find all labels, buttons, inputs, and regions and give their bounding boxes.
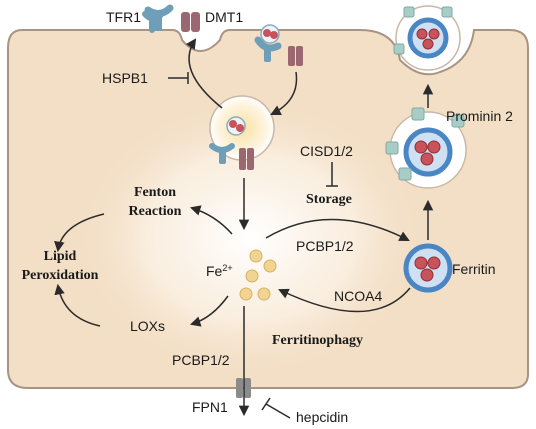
dmt1-channel-icon [181,12,200,32]
ferritinophagy-arrow [278,287,411,313]
cisd-label: CISD1/2 [300,143,353,159]
mvb-icon [385,107,467,189]
ferritin-icon [403,243,453,293]
fenton-label-line1: Fenton [134,185,176,200]
endosome-icon [209,95,275,170]
dmt1-label: DMT1 [205,9,244,25]
ncoa4-label: NCOA4 [334,288,383,304]
lipid-label-line2: Peroxidation [21,268,99,283]
ferritin-label: Ferritin [452,261,496,277]
exocytic-vesicle-icon [393,5,461,71]
storage-label: Storage [306,192,352,207]
recycle-arrow-left [185,38,223,109]
fpn1-channel-icon [236,378,251,398]
endocytic-complex-icon [254,24,303,66]
storage-arrow [265,218,410,241]
ferritinophagy-label: Ferritinophagy [272,333,363,348]
fe-label: Fe2+ [206,263,233,279]
fe-to-fenton-arrow [189,205,233,235]
pcbp-lower-label: PCBP1/2 [172,352,230,368]
pcbp-upper-label: PCBP1/2 [296,238,354,254]
lipid-label-line1: Lipid [43,249,77,264]
fenton-label-line2: Reaction [128,204,182,219]
hepcidin-label: hepcidin [296,409,349,425]
fe-symbol: Fe [206,263,223,279]
fe-to-loxs-arrow [189,295,229,327]
prominin-label: Prominin 2 [446,108,513,124]
hepcidin-inhibit [265,403,291,419]
cell-glow [75,98,425,378]
loxs-label: LOXs [130,318,166,334]
recycle-arrow-right [270,71,298,115]
tfr1-label: TFR1 [106,9,141,25]
fe-charge: 2+ [222,263,233,273]
fenton-to-lipid-arrow [54,213,105,253]
fpn1-label: FPN1 [192,399,228,415]
fe-pool-icon [239,249,277,301]
loxs-to-lipid-arrow [54,283,101,327]
tfr1-receptor-icon [142,4,174,33]
hspb1-label: HSPB1 [102,70,148,86]
